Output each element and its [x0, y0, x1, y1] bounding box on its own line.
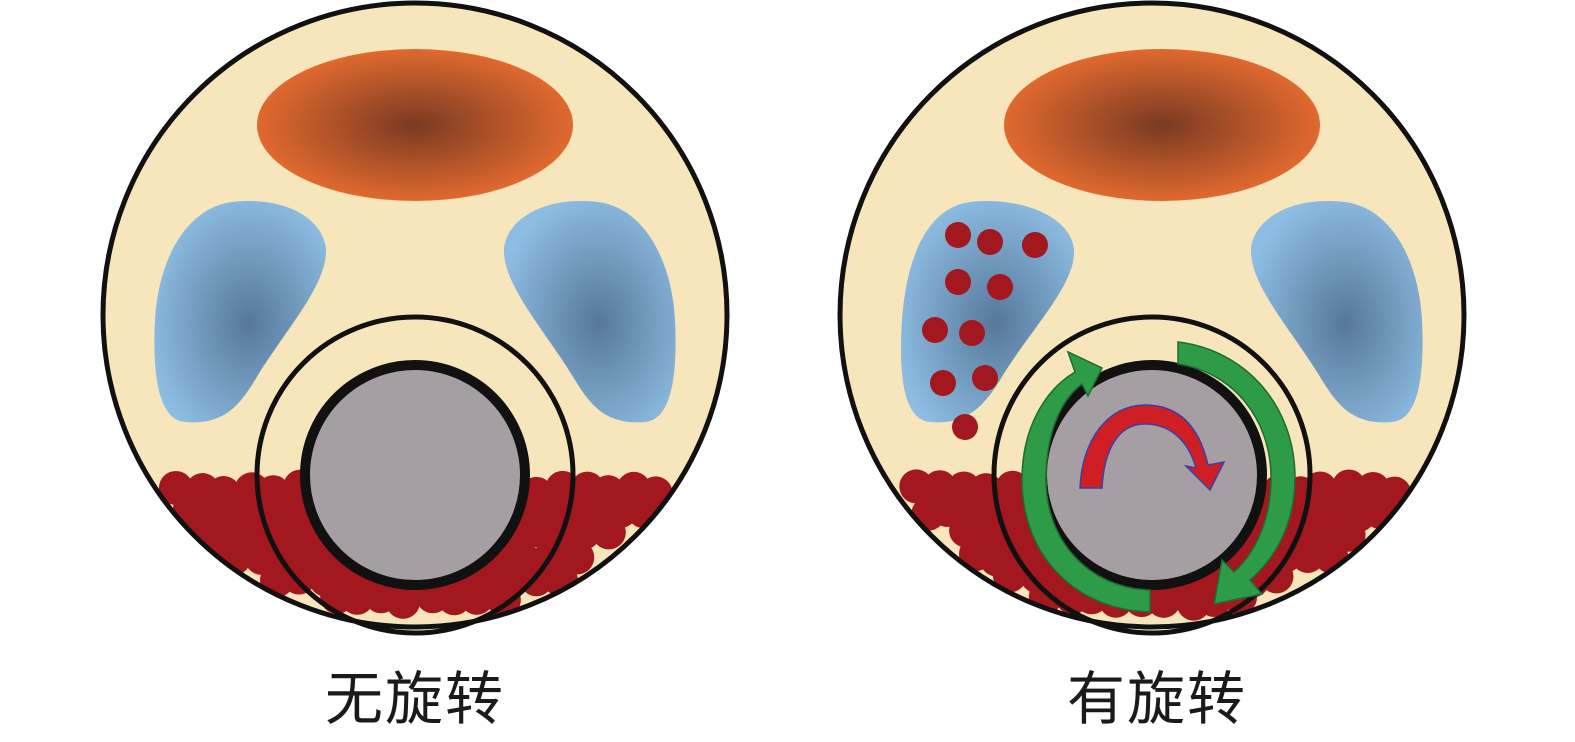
particle: [945, 222, 971, 248]
outer-ring: [254, 314, 576, 636]
particle: [987, 274, 1013, 300]
particle: [992, 558, 1027, 593]
housing-outline: [100, 0, 730, 630]
hot-zone: [1004, 49, 1320, 201]
particle: [959, 320, 985, 346]
core-rotation-arrow: [1079, 404, 1226, 492]
rotation-arrow-group: [1021, 341, 1296, 613]
particle: [1022, 232, 1048, 258]
caption-no-rotation: 无旋转: [324, 665, 505, 733]
particle: [972, 365, 998, 391]
particle: [386, 584, 421, 619]
panel-with-rotation: [837, 0, 1467, 636]
housing-outline: [837, 0, 1467, 630]
cool-zone-right: [503, 201, 676, 423]
particle: [922, 317, 948, 343]
cool-zone-left: [154, 201, 327, 423]
particle: [591, 515, 626, 550]
hot-zone: [257, 49, 573, 201]
caption-with-rotation: 有旋转: [1066, 665, 1247, 733]
panel-no-rotation: [100, 0, 730, 636]
particle: [930, 370, 956, 396]
rotation-arrow-right: [1177, 341, 1296, 605]
particle: [952, 414, 978, 440]
rotation-arrow-left: [1021, 350, 1151, 613]
lifted-particles: [922, 222, 1048, 440]
particle: [1146, 583, 1181, 618]
particle: [977, 229, 1003, 255]
inner-ring: [300, 360, 530, 590]
particle: [459, 580, 494, 615]
particle: [945, 269, 971, 295]
inner-ring: [1037, 360, 1267, 590]
cool-zone-right: [1250, 201, 1423, 423]
outer-ring: [991, 314, 1313, 636]
